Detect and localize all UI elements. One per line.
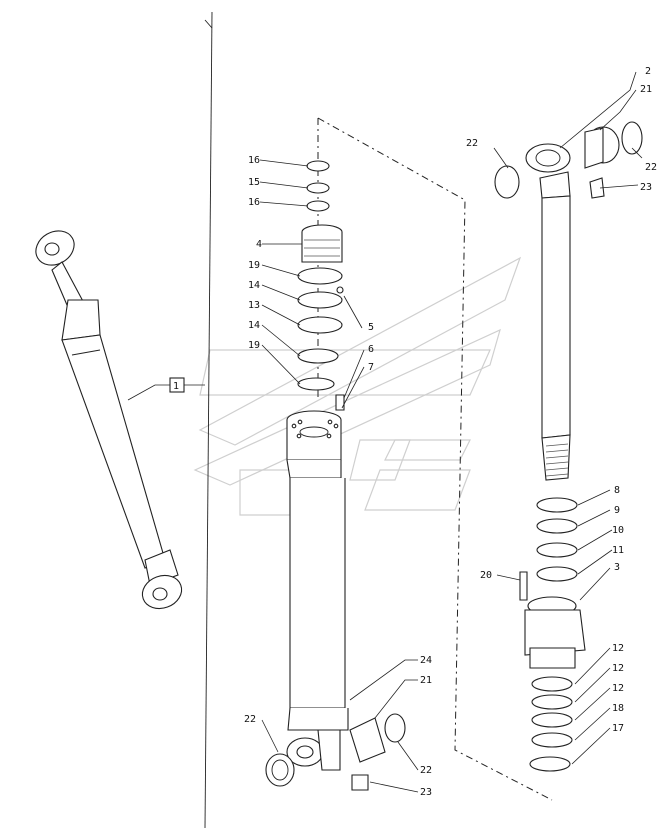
watermark-logo [193,256,522,516]
callout-22: 22 [645,162,657,173]
callout-22: 22 [244,714,256,725]
callout-16: 16 [248,197,260,208]
callout-labels: 2 21 22 22 23 16 15 16 4 19 14 13 14 19 … [173,66,657,798]
callout-6: 6 [368,344,374,355]
callout-23: 23 [420,787,432,798]
callout-21: 21 [640,84,652,95]
callout-8: 8 [614,485,620,496]
callout-2: 2 [645,66,651,77]
piston-rod [494,121,643,481]
callout-17: 17 [612,723,624,734]
callout-18: 18 [612,703,624,714]
cylinder-assembly-overview [35,230,183,610]
leader-lines [259,71,643,793]
callout-10: 10 [612,525,624,536]
divider-line [204,11,213,828]
reference-box-1 [127,377,205,401]
callout-23: 23 [640,182,652,193]
callout-5: 5 [368,322,374,333]
callout-9: 9 [614,505,620,516]
callout-7: 7 [368,362,374,373]
callout-4: 4 [256,239,262,250]
callout-24: 24 [420,655,432,666]
callout-14: 14 [248,280,260,291]
callout-22: 22 [420,765,432,776]
callout-12: 12 [612,663,624,674]
callout-19: 19 [248,260,260,271]
callout-12: 12 [612,643,624,654]
callout-19: 19 [248,340,260,351]
callout-16: 16 [248,155,260,166]
divider-jog [204,19,213,29]
seal-stack-upper [297,160,345,411]
lower-bushings [265,713,406,791]
callout-13: 13 [248,300,260,311]
callout-12: 12 [612,683,624,694]
callout-21: 21 [420,675,432,686]
seal-stack-right [519,497,586,772]
callout-11: 11 [612,545,624,556]
callout-14: 14 [248,320,260,331]
cylinder-barrel [286,410,349,771]
callout-1: 1 [173,381,179,392]
callout-15: 15 [248,177,260,188]
callout-3: 3 [614,562,620,573]
callout-22: 22 [466,138,478,149]
callout-20: 20 [480,570,492,581]
